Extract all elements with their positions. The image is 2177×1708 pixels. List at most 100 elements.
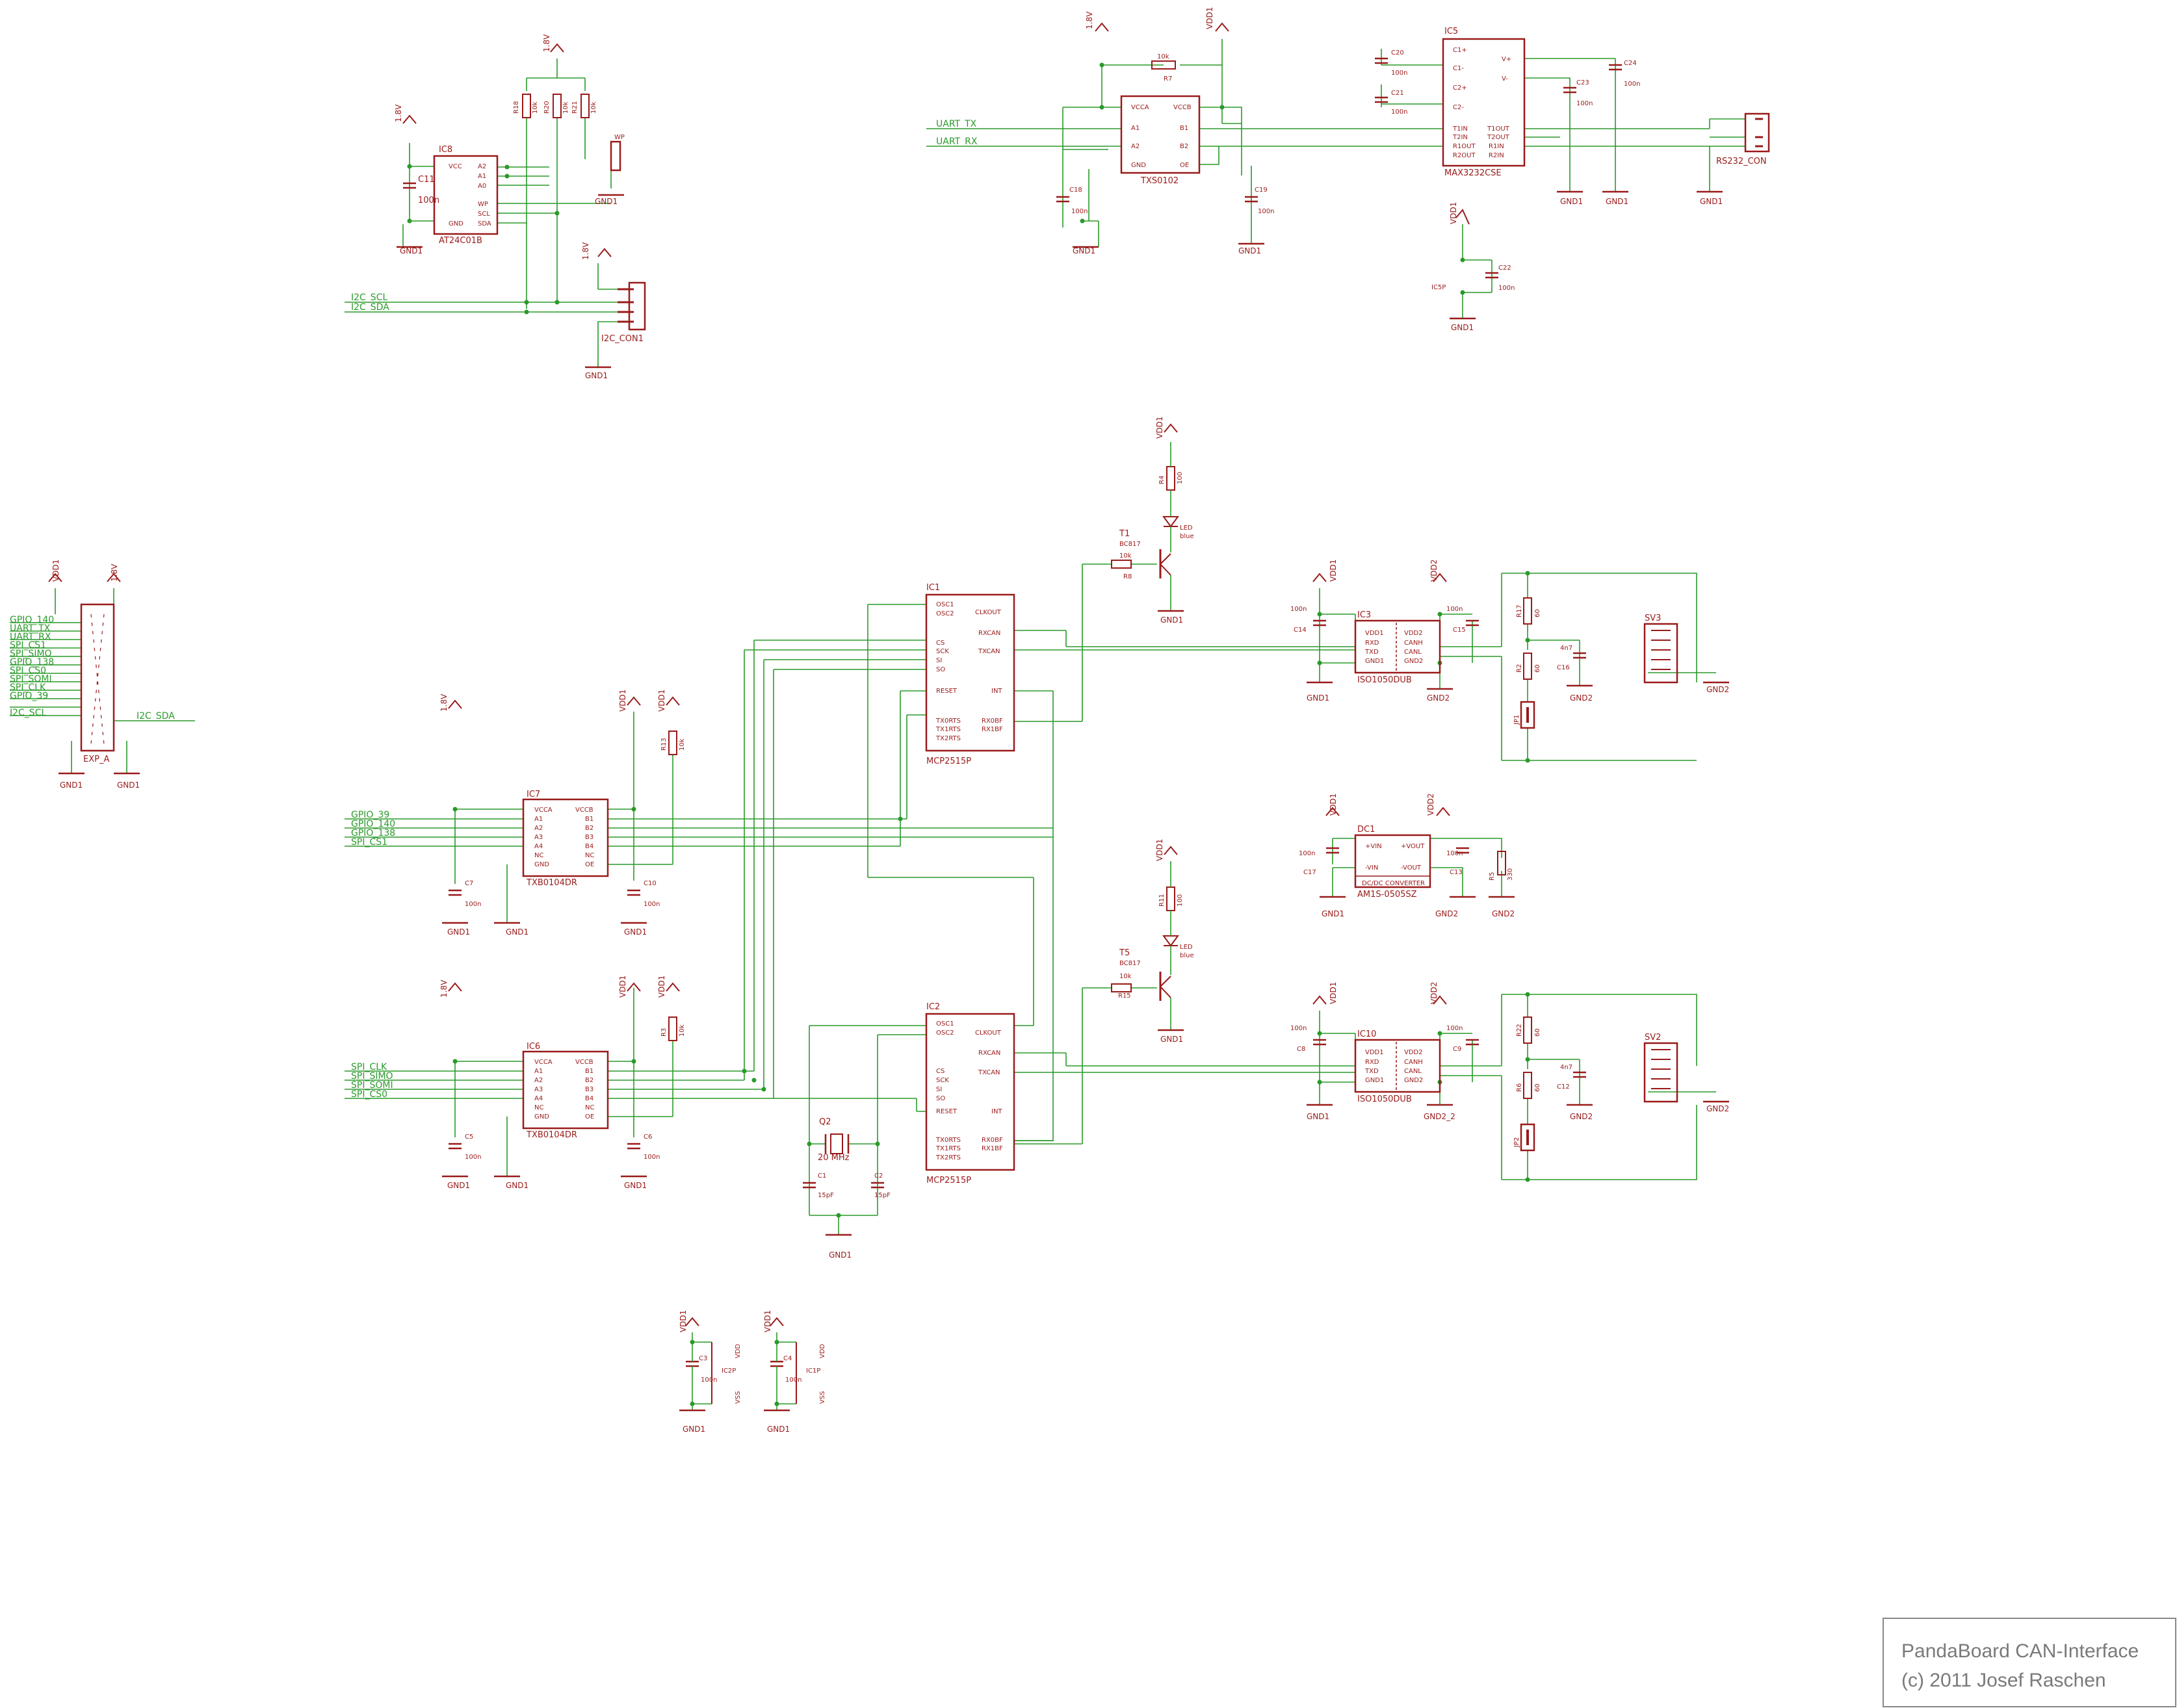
svg-text:I2C_SCL: I2C_SCL [10, 708, 46, 718]
svg-text:IC2: IC2 [926, 1002, 940, 1012]
svg-text:C8: C8 [1297, 1046, 1305, 1053]
svg-text:TX1RTS: TX1RTS [935, 726, 961, 733]
svg-text:RX1BF: RX1BF [982, 1145, 1003, 1152]
svg-text:NC: NC [585, 1104, 594, 1111]
svg-text:R2: R2 [1516, 664, 1523, 673]
svg-text:330: 330 [1507, 868, 1514, 881]
svg-text:NC: NC [585, 852, 594, 859]
svg-text:RXD: RXD [1365, 1059, 1379, 1066]
svg-text:100n: 100n [1391, 109, 1407, 116]
svg-text:B4: B4 [585, 843, 593, 850]
svg-text:GPIO_140: GPIO_140 [351, 819, 395, 829]
svg-text:GPIO_39: GPIO_39 [10, 691, 48, 701]
svg-text:SPI_SIMO: SPI_SIMO [10, 649, 52, 659]
svg-text:MAX3232CSE: MAX3232CSE [1444, 168, 1502, 178]
expansion-header[interactable]: EXP_A [80, 603, 115, 764]
svg-text:T2OUT: T2OUT [1487, 134, 1510, 141]
svg-text:C3: C3 [699, 1355, 707, 1362]
svg-text:SV3: SV3 [1645, 614, 1661, 623]
svg-text:SCK: SCK [936, 1077, 949, 1084]
svg-text:100n: 100n [1446, 606, 1463, 613]
svg-text:OSC1: OSC1 [936, 601, 954, 608]
svg-text:VDD2: VDD2 [1404, 630, 1423, 637]
svg-text:DC/DC CONVERTER: DC/DC CONVERTER [1362, 880, 1425, 887]
svg-text:OSC2: OSC2 [936, 1029, 954, 1037]
r7-resistor: 10k R7 [1151, 53, 1176, 83]
eeprom-pin-vcc: VCC [449, 163, 462, 170]
svg-text:C12: C12 [1557, 1083, 1570, 1091]
svg-text:C5: C5 [465, 1133, 473, 1141]
svg-text:GND1: GND1 [117, 781, 140, 790]
svg-text:A1: A1 [534, 1068, 543, 1075]
eeprom-pullups [522, 94, 590, 118]
eeprom-pin-a2: A2 [478, 163, 486, 170]
title-block: PandaBoard CAN-Interface (c) 2011 Josef … [1883, 1618, 2176, 1707]
svg-text:100n: 100n [1258, 208, 1274, 215]
svg-text:IC6: IC6 [527, 1042, 540, 1052]
svg-text:C15: C15 [1453, 627, 1466, 634]
svg-text:VDD1: VDD1 [1449, 202, 1458, 224]
svg-text:C20: C20 [1391, 49, 1404, 57]
svg-text:I2C_CON1: I2C_CON1 [601, 334, 644, 344]
svg-text:IC5: IC5 [1444, 27, 1458, 36]
svg-text:GND1: GND1 [595, 197, 618, 206]
svg-text:GND1: GND1 [447, 1181, 470, 1190]
svg-text:VDD2: VDD2 [1429, 982, 1439, 1004]
svg-text:RX0BF: RX0BF [982, 1137, 1003, 1144]
svg-text:SCK: SCK [936, 648, 949, 655]
ic6-caps [449, 1143, 640, 1150]
svg-text:GND2: GND2 [1427, 693, 1450, 703]
svg-text:CLKOUT: CLKOUT [975, 609, 1002, 616]
svg-text:CANL: CANL [1404, 1068, 1422, 1075]
svg-text:SPI_CS0: SPI_CS0 [351, 1089, 387, 1100]
svg-text:RESET: RESET [936, 688, 958, 695]
r21-label: R21 [571, 101, 579, 114]
can-connector-sv3[interactable]: SV3 [1643, 614, 1678, 684]
svg-text:4n7: 4n7 [1560, 1064, 1572, 1071]
svg-text:SO: SO [936, 666, 945, 673]
svg-text:SPI_SOMI: SPI_SOMI [351, 1080, 393, 1091]
svg-text:IC1: IC1 [926, 583, 940, 593]
svg-text:C7: C7 [465, 880, 473, 887]
rs232-connector[interactable]: RS232_CON [1716, 112, 1770, 166]
i2c-connector[interactable]: I2C_CON1 [601, 281, 646, 344]
can-connector-sv2[interactable]: SV2 [1643, 1033, 1678, 1103]
svg-text:VSS: VSS [735, 1391, 742, 1404]
svg-text:GND2: GND2 [1570, 693, 1593, 703]
svg-text:JP1: JP1 [1513, 715, 1520, 725]
title-line-1: PandaBoard CAN-Interface [1901, 1640, 2139, 1662]
svg-text:GND: GND [534, 1113, 549, 1120]
svg-text:BC817: BC817 [1119, 960, 1141, 967]
svg-text:VDD2: VDD2 [1429, 560, 1439, 582]
svg-text:C2: C2 [874, 1172, 883, 1180]
r3-resistor [668, 1016, 677, 1041]
svg-text:SPI_SIMO: SPI_SIMO [351, 1071, 393, 1081]
svg-text:VCCA: VCCA [534, 807, 553, 814]
svg-text:TX0RTS: TX0RTS [935, 718, 961, 725]
net-uart-tx: UART_TX [936, 119, 977, 129]
svg-text:R6: R6 [1516, 1083, 1523, 1092]
svg-text:VDD1: VDD1 [679, 1310, 688, 1332]
svg-text:VDD1: VDD1 [618, 976, 627, 998]
svg-text:C11: C11 [418, 175, 435, 185]
svg-text:R3: R3 [660, 1028, 668, 1037]
svg-text:GND2: GND2 [1492, 909, 1515, 918]
header-nets: GPIO_140 UART_TX UART_RX SPI_CS1 SPI_SIM… [10, 615, 175, 721]
max-caps [1375, 57, 1622, 279]
dcdc-passives [1326, 847, 1506, 875]
wp-jumper[interactable]: WP [610, 134, 625, 172]
svg-text:100n: 100n [1624, 81, 1640, 88]
svg-text:C13: C13 [1450, 869, 1463, 876]
svg-text:blue: blue [1180, 952, 1194, 959]
svg-text:INT: INT [991, 1108, 1002, 1115]
svg-text:CANL: CANL [1404, 649, 1422, 656]
svg-text:VDD1: VDD1 [657, 976, 666, 998]
svg-text:GND1: GND1 [506, 927, 528, 937]
svg-text:TXB0104DR: TXB0104DR [526, 1130, 577, 1140]
svg-text:VDD1: VDD1 [1329, 560, 1338, 582]
svg-text:10k: 10k [562, 101, 569, 114]
svg-text:TXB0104DR: TXB0104DR [526, 878, 577, 888]
svg-text:T1IN: T1IN [1452, 125, 1468, 133]
svg-text:VDD1: VDD1 [1329, 794, 1338, 816]
